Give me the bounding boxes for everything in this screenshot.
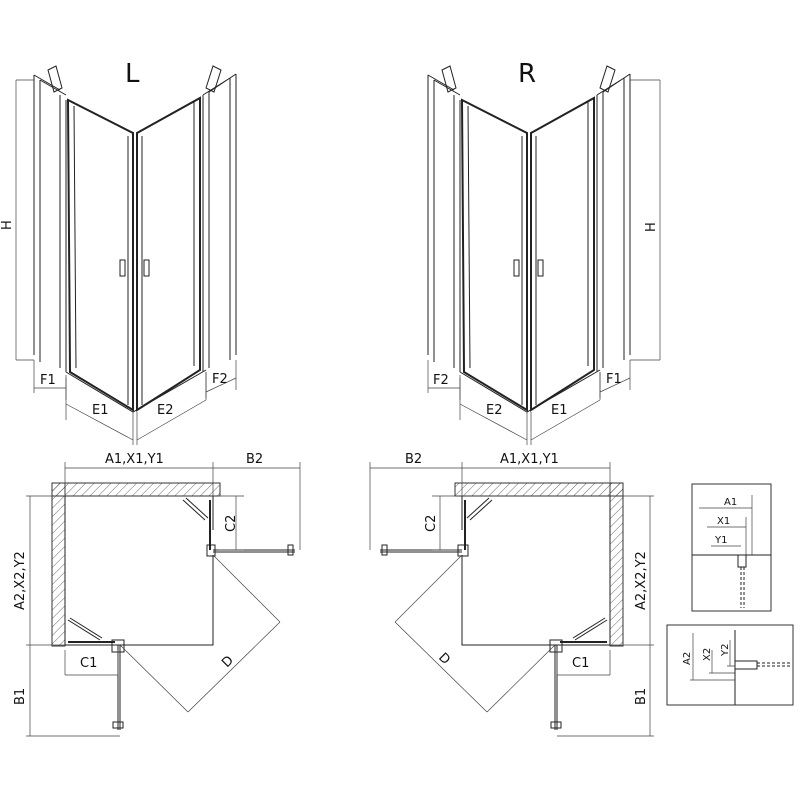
label-F2-right: F2	[433, 373, 449, 388]
label-A1X1Y1-left: A1,X1,Y1	[105, 452, 164, 467]
label-E2-right: E2	[486, 403, 503, 418]
label-D-left: D	[219, 653, 237, 671]
label-A2X2Y2-left: A2,X2,Y2	[13, 551, 28, 610]
detail-box-top: A1 X1 Y1	[691, 483, 772, 612]
label-B2-left: B2	[246, 452, 263, 467]
elevation-view-right: R H F2 E2 E1 F1	[427, 59, 661, 445]
label-A1-detail: A1	[724, 497, 737, 508]
plan-view-left: D A1,X1,Y1 B2 C2 A2,X2,Y2 C1 B1	[13, 452, 301, 737]
label-X2-detail: X2	[702, 648, 713, 661]
label-E1-right: E1	[551, 403, 568, 418]
view-title-left: L	[125, 59, 140, 89]
label-A1X1Y1-right: A1,X1,Y1	[500, 452, 559, 467]
label-H-left: H	[0, 220, 15, 230]
label-B1-left: B1	[13, 688, 28, 705]
label-F2-left: F2	[212, 372, 228, 387]
label-Y2-detail: Y2	[720, 644, 731, 657]
label-C1-left: C1	[80, 656, 97, 671]
label-C2-right: C2	[424, 515, 439, 532]
label-E1-left: E1	[92, 403, 109, 418]
label-E2-left: E2	[157, 403, 174, 418]
plan-view-right: D A1,X1,Y1 B2 C2 A2,X2,Y2 C1 B1	[369, 452, 654, 737]
label-B1-right: B1	[634, 688, 649, 705]
label-C1-right: C1	[572, 656, 589, 671]
label-C2-left: C2	[224, 515, 239, 532]
label-B2-right: B2	[405, 452, 422, 467]
label-F1-right: F1	[606, 372, 622, 387]
elevation-view-left: L H F1 E1 E2 F2	[0, 59, 237, 445]
label-F1-left: F1	[40, 373, 56, 388]
label-H-right: H	[644, 222, 659, 232]
label-X1-detail: X1	[717, 516, 730, 527]
label-A2X2Y2-right: A2,X2,Y2	[634, 551, 649, 610]
label-D-right: D	[435, 650, 453, 668]
label-A2-detail: A2	[682, 652, 693, 665]
view-title-right: R	[518, 59, 536, 89]
detail-box-bottom: A2 X2 Y2	[666, 624, 794, 706]
label-Y1-detail: Y1	[714, 535, 727, 546]
